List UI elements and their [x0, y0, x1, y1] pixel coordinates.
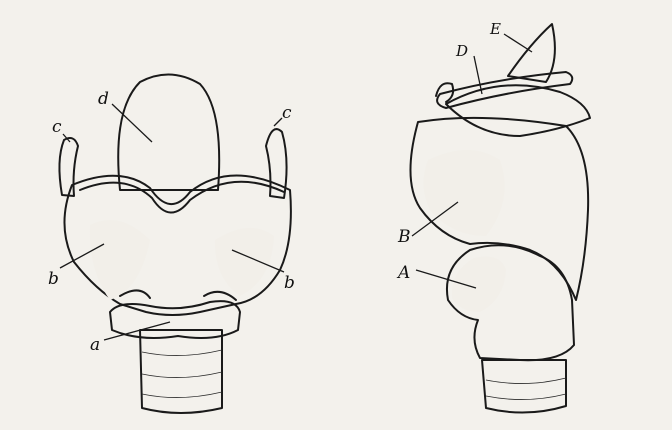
label-E: E — [489, 20, 501, 38]
label-B: B — [397, 227, 411, 247]
label-c-left: c — [52, 117, 62, 137]
label-c-right: c — [282, 103, 292, 123]
label-d: d — [98, 89, 109, 109]
label-b-left: b — [48, 269, 59, 289]
label-a: a — [90, 335, 100, 355]
label-b-right: b — [284, 273, 295, 293]
label-A: A — [396, 263, 410, 283]
label-D: D — [455, 42, 468, 60]
